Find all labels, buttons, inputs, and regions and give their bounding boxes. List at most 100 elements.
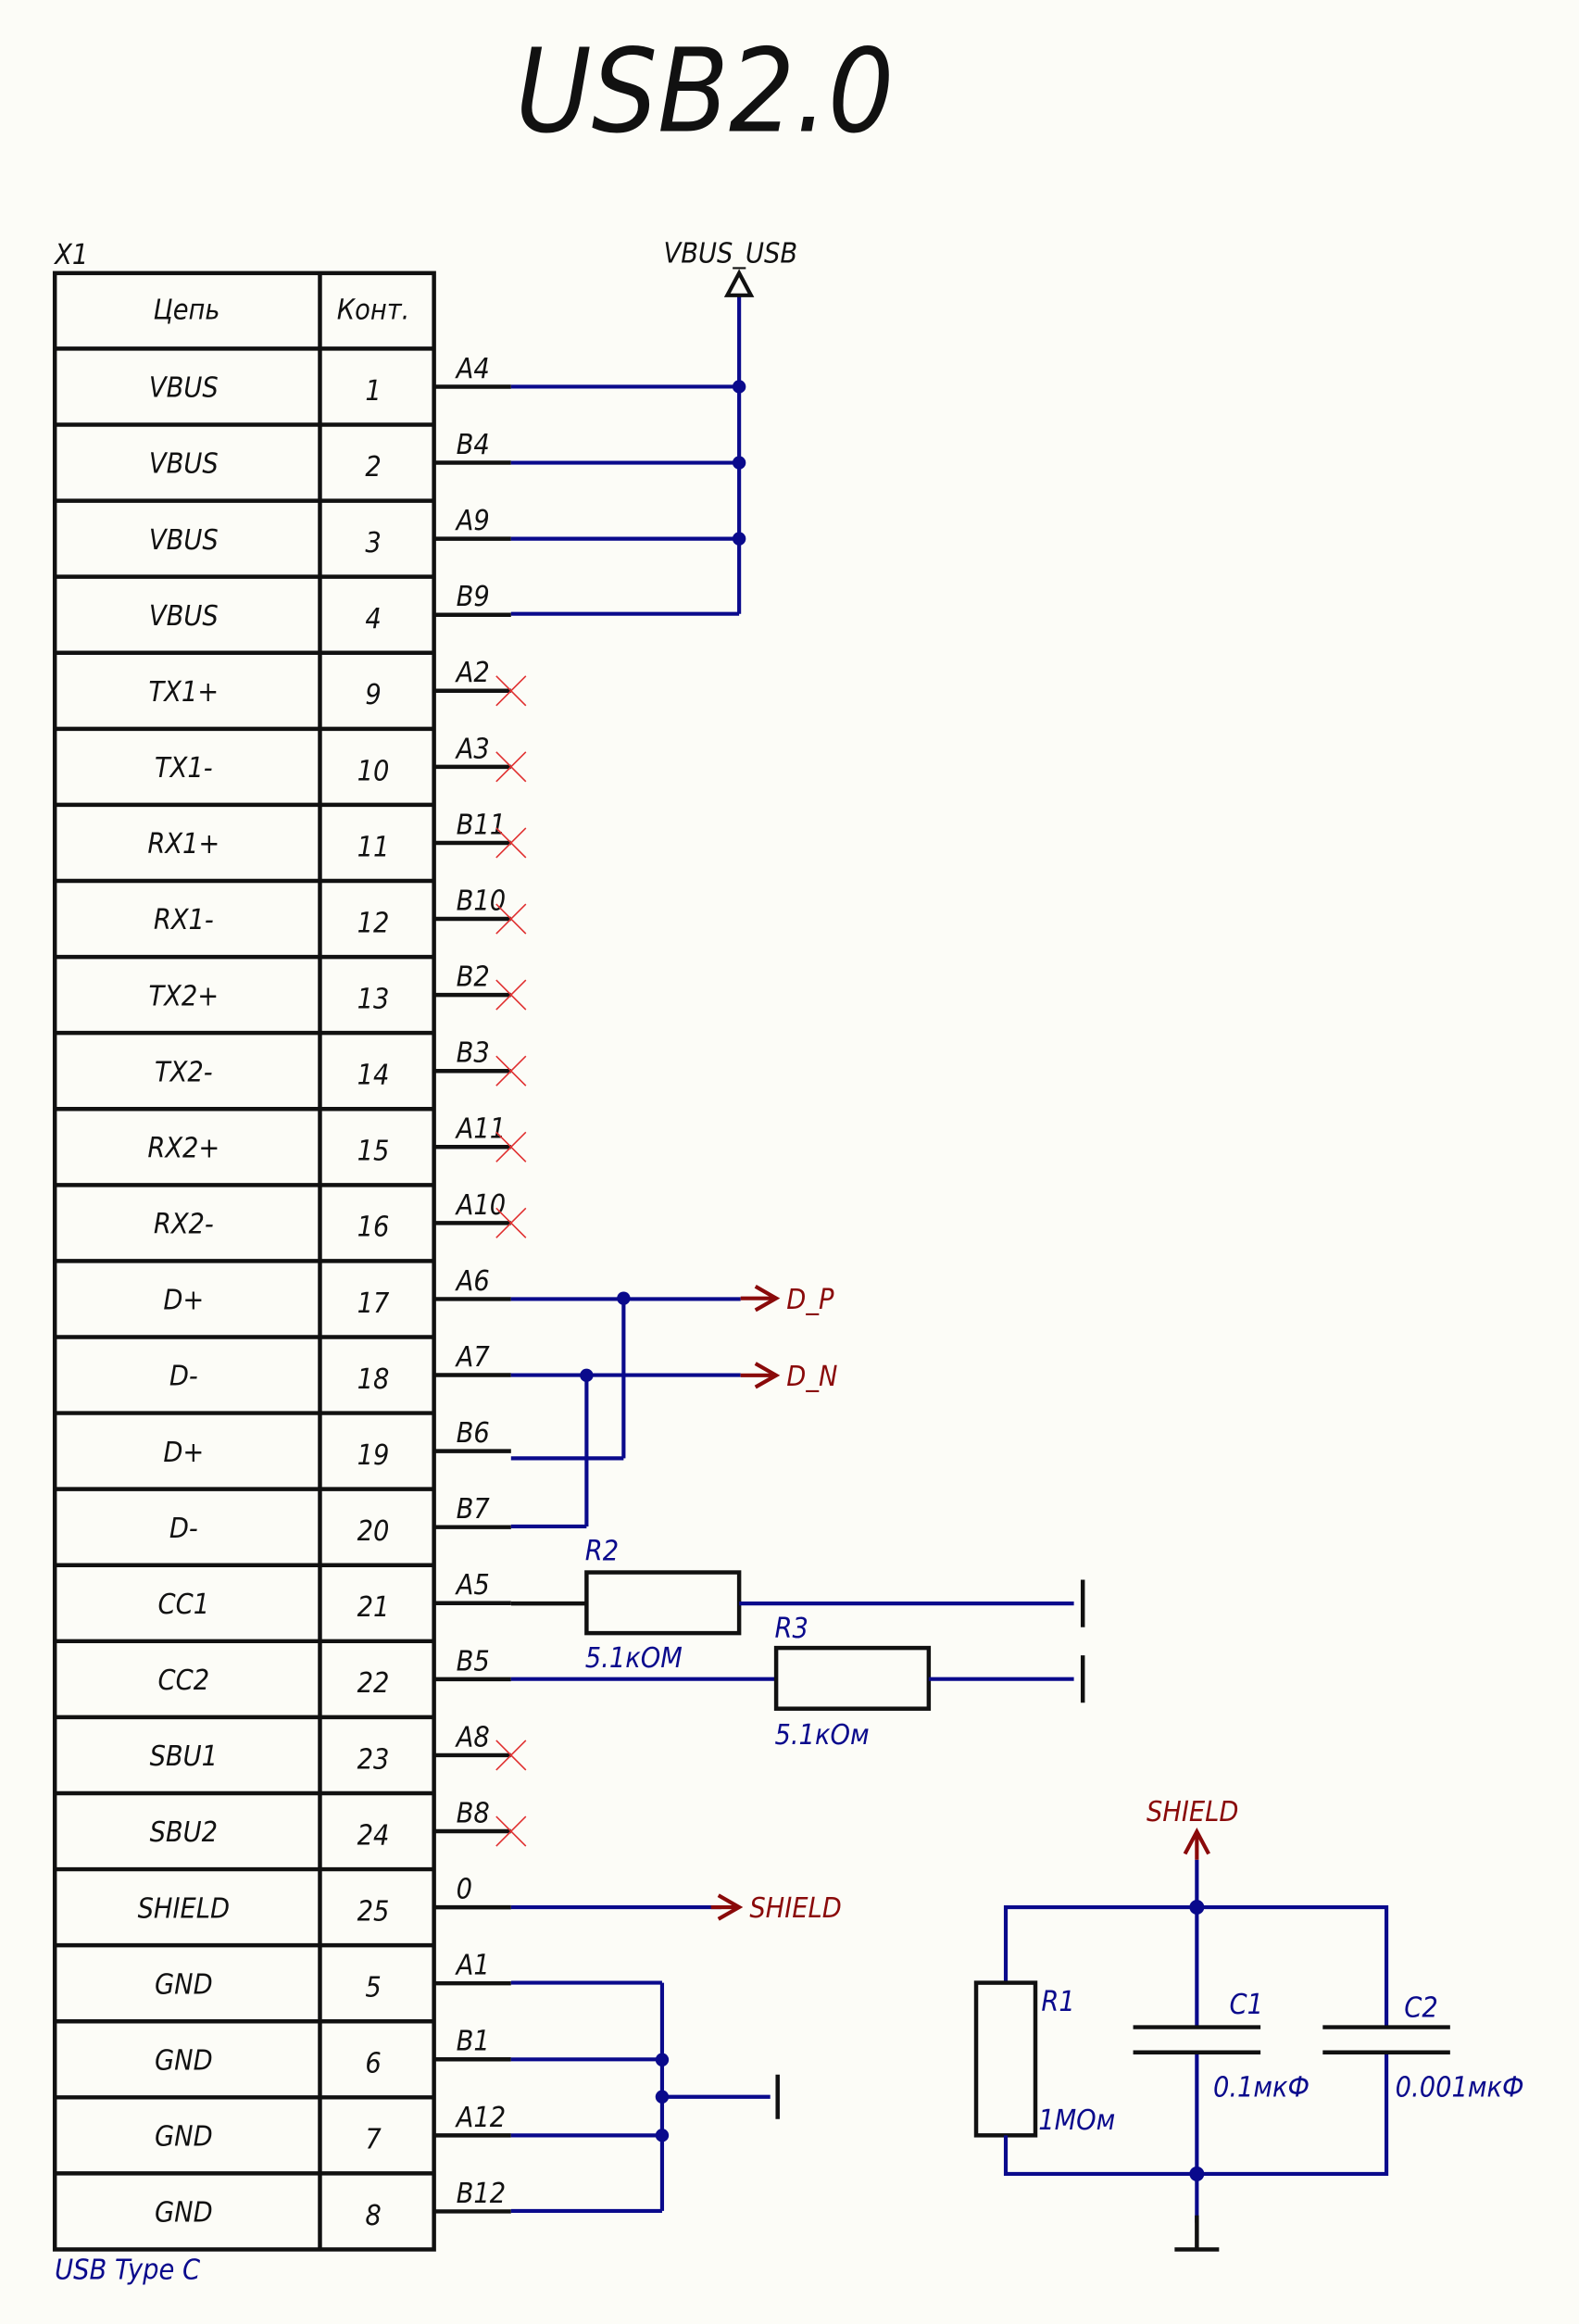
shield-port-arrow-icon <box>717 1893 744 1921</box>
r1-ref: R1 <box>1041 1986 1074 2018</box>
no-connect-icon <box>495 827 527 859</box>
power-port-arrow-icon <box>723 269 755 297</box>
pin-label: B11 <box>457 809 507 841</box>
row-contact-number: 6 <box>365 2048 381 2080</box>
r3-ref: R3 <box>775 1613 808 1645</box>
dp-net-label: D_P <box>786 1284 834 1316</box>
row-contact-number: 24 <box>357 1819 390 1852</box>
row-contact-number: 15 <box>357 1136 390 1168</box>
row-net-name: TX2+ <box>148 980 219 1012</box>
pin-label: B3 <box>457 1037 490 1070</box>
dn-net-label: D_N <box>786 1361 837 1393</box>
pin-label: B7 <box>457 1493 491 1526</box>
pin-label: A4 <box>455 353 490 385</box>
c1-value: 0.1мкФ <box>1213 2072 1310 2104</box>
gnd-net[interactable] <box>510 1980 780 2213</box>
row-net-name: CC1 <box>158 1589 210 1621</box>
pin-label: 0 <box>457 1874 472 1906</box>
pin-label: B6 <box>457 1417 490 1450</box>
row-net-name: RX1- <box>154 904 214 936</box>
data-nets[interactable]: D_P D_N <box>510 1284 838 1529</box>
row-net-name: GND <box>155 1968 213 2001</box>
shield-filter[interactable]: SHIELD R1 1MOм C1 0.1мкФ C2 0.001мкФ <box>973 1796 1524 2252</box>
row-contact-number: 2 <box>365 451 381 484</box>
resistor-r2[interactable]: R2 5.1кОМ <box>510 1536 1085 1675</box>
vbus-net[interactable]: VBUS_USB <box>510 238 798 616</box>
pin-label: B5 <box>457 1645 490 1677</box>
row-net-name: VBUS <box>149 372 219 405</box>
no-connect-icon <box>495 979 527 1011</box>
row-contact-number: 1 <box>365 375 381 408</box>
pin-label: A2 <box>455 657 490 689</box>
c2-value: 0.001мкФ <box>1396 2072 1524 2104</box>
row-net-name: D- <box>169 1513 198 1545</box>
pin-label: B9 <box>457 581 490 613</box>
header-contact: Конт. <box>337 294 410 326</box>
shield-net[interactable]: SHIELD <box>510 1892 842 1925</box>
row-net-name: TX1- <box>155 752 213 785</box>
sheet-title: USB2.0 <box>516 24 895 158</box>
pin-label: A10 <box>455 1189 506 1222</box>
row-net-name: RX2- <box>154 1209 214 1241</box>
shield2-net-label: SHIELD <box>1147 1796 1239 1828</box>
row-contact-number: 4 <box>365 603 381 635</box>
row-contact-number: 5 <box>365 1972 381 2004</box>
pin-label: B2 <box>457 961 490 994</box>
r2-ref: R2 <box>585 1536 619 1568</box>
r3-value: 5.1кОм <box>775 1719 870 1752</box>
row-contact-number: 3 <box>365 527 381 559</box>
no-connect-icon <box>495 1815 527 1847</box>
pin-label: B8 <box>457 1797 490 1829</box>
row-contact-number: 11 <box>357 831 390 863</box>
pin-label: A5 <box>455 1569 490 1602</box>
no-connect-icon <box>495 1055 527 1087</box>
pin-label: A9 <box>455 505 490 537</box>
row-net-name: D+ <box>163 1285 204 1317</box>
no-connect-icon <box>495 1131 527 1162</box>
row-net-name: CC2 <box>158 1664 210 1697</box>
row-net-name: GND <box>155 2121 213 2154</box>
row-net-name: VBUS <box>149 448 219 481</box>
pin-label: A11 <box>455 1113 506 1146</box>
row-net-name: VBUS <box>149 524 219 557</box>
row-net-name: RX1+ <box>147 828 219 861</box>
row-contact-number: 14 <box>357 1060 390 1092</box>
row-contact-number: 21 <box>357 1591 390 1624</box>
pin-label: A12 <box>455 2102 506 2134</box>
no-connect-icon <box>495 1207 527 1238</box>
dn-port-arrow-icon <box>754 1362 781 1389</box>
row-net-name: SBU1 <box>150 1740 219 1773</box>
row-net-name: VBUS <box>149 600 219 633</box>
r2-value: 5.1кОМ <box>585 1642 683 1675</box>
vbus-net-label: VBUS_USB <box>664 238 798 270</box>
row-net-name: TX1+ <box>148 676 219 709</box>
dp-port-arrow-icon <box>754 1285 781 1313</box>
row-net-name: TX2- <box>155 1056 213 1088</box>
resistor-r3[interactable]: R3 5.1кОм <box>510 1613 1085 1752</box>
row-contact-number: 25 <box>357 1896 390 1928</box>
pin-label: A3 <box>455 733 490 765</box>
pin-label: A7 <box>455 1341 491 1374</box>
r1-value: 1MOм <box>1038 2104 1115 2137</box>
row-contact-number: 23 <box>357 1743 390 1776</box>
no-connect-icon <box>495 751 527 783</box>
row-contact-number: 13 <box>357 984 390 1016</box>
row-net-name: D- <box>169 1361 198 1393</box>
row-contact-number: 20 <box>357 1515 390 1548</box>
row-net-name: SHIELD <box>138 1892 231 1925</box>
row-net-name: GND <box>155 2197 213 2230</box>
pin-label: A8 <box>455 1721 490 1753</box>
connector-part: USB Type C <box>55 2254 200 2286</box>
no-connect-icon <box>495 903 527 935</box>
shield-net-label: SHIELD <box>749 1892 842 1925</box>
no-connect-icon <box>495 675 527 707</box>
resistor-r1[interactable] <box>973 1980 1038 2138</box>
row-contact-number: 7 <box>365 2124 382 2156</box>
pin-label: A1 <box>455 1950 490 1982</box>
header-net: Цепь <box>154 294 220 326</box>
row-net-name: SBU2 <box>150 1816 219 1849</box>
pin-label: B10 <box>457 885 507 917</box>
pin-label: B12 <box>457 2178 507 2210</box>
no-connect-icon <box>495 1740 527 1771</box>
